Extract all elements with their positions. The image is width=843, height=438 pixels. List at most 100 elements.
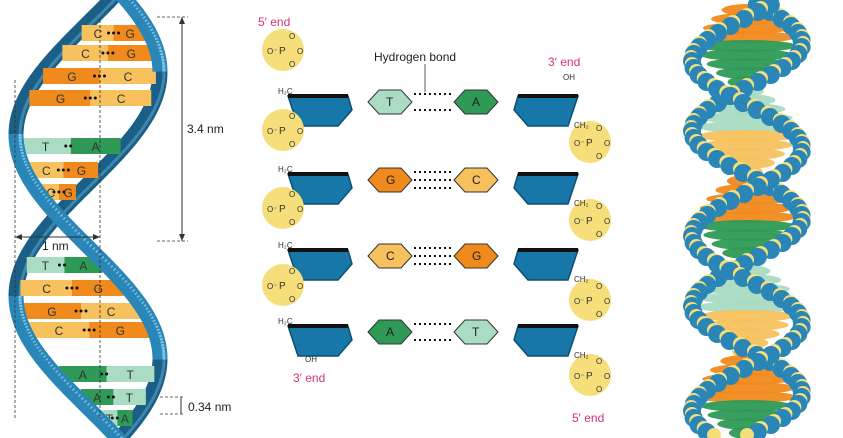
helix-backbone-segment [44,363,59,377]
base-right-ring [453,89,499,115]
helix-base-left [28,322,90,338]
phosphate-oxygen-label: O [596,282,602,291]
helix-backbone-highlight [49,223,55,229]
helix-backbone-highlight [110,159,116,166]
helix-backbone-segment [135,15,151,28]
helix-backbone-segment [63,383,78,398]
helix-backbone-segment [23,82,39,94]
phosphate-group: PO⁻OOO [569,279,611,321]
helix-hydrogen-bond-dot [66,168,70,172]
helix-base-letter-right: A [92,140,100,154]
helix-backbone-highlight [36,79,42,85]
helix-backbone-segment [33,228,49,242]
helix-backbone-segment [15,323,31,333]
helix-backbone-segment [147,92,164,101]
helix-backbone-segment [135,402,151,415]
helix-backbone-highlight [135,418,141,424]
helix-backbone-segment [54,374,70,389]
helix-backbone-segment [137,19,153,31]
helix-backbone-highlight [153,391,158,397]
helix-backbone-highlight [50,61,56,67]
helix-backbone-highlight [38,76,44,82]
helix-backbone-highlight [19,121,23,126]
helix-backbone-segment [27,342,43,355]
helix-backbone-highlight [47,64,53,70]
base-right-ring-letter: C [472,173,481,187]
helix-backbone-highlight [133,421,139,427]
phosphate-oxygen-label: O [289,140,295,149]
helix-backbone-segment [142,28,158,39]
helix-backbone-segment [150,372,166,380]
helix-backbone-segment [9,117,26,124]
helix-backbone-highlight [131,424,137,430]
deoxyribose-sugar [513,248,580,281]
helix-backbone-segment [133,12,149,25]
base-left-ring [367,243,413,269]
space-fill-base-pair-atom [703,229,791,241]
helix-base-right [71,280,124,296]
space-fill-base-pair-atom [705,319,789,331]
helix-hydrogen-bond-dot [83,96,87,100]
helix-backbone-segment [62,221,78,236]
helix-backbone-highlight [150,397,155,403]
helix-backbone-segment [118,279,133,293]
helix-base-letter-right: C [124,70,133,84]
helix-backbone-segment [52,371,67,386]
helix-backbone-segment [19,169,35,181]
base-right-ring-letter: G [472,249,481,263]
helix-backbone-segment [9,303,25,310]
helix-base-letter-right: G [77,164,86,178]
helix-backbone-segment [49,368,64,383]
helix-backbone-segment [16,256,32,267]
space-fill-base-pair-atom [699,310,795,322]
helix-backbone-segment [87,245,102,260]
helix-backbone-segment [134,300,150,313]
helix-backbone-segment [25,78,41,91]
base-right-ring-letter: A [472,95,480,109]
base-right-ring-letter: T [472,325,480,339]
helix-base-pairs: CGCGGCGCTACGCGATTACGGCCGATATTA [20,25,156,426]
helix-backbone-segment [101,260,117,275]
helix-backbone-segment [54,212,69,227]
helix-backbone-segment [33,189,49,203]
helix-backbone-segment [21,334,37,346]
helix-backbone-segment [146,38,162,48]
helix-backbone-segment [75,395,90,410]
helix-backbone-highlight [32,247,37,253]
helix-backbone-segment [120,282,136,296]
helix-backbone-segment [12,317,29,327]
helix-backbone-segment [80,239,96,254]
helix-hydrogen-bond-dot [102,74,106,78]
space-fill-base-pair-atom [700,400,794,412]
helix-base-letter-left: C [46,186,55,200]
phosphate-oxygen-label: O [596,385,602,394]
helix-hydrogen-bond-dot [57,190,61,194]
helix-backbone-segment [46,366,62,380]
helix-backbone-segment [72,392,87,407]
helix-base-left [28,162,64,178]
phosphate-group: PO⁻OOO [569,121,611,163]
helix-backbone-highlight [141,124,147,130]
hydroxyl-label: OH [563,73,575,82]
helix-base-letter-right: A [121,412,129,426]
helix-backbone-segment [41,219,56,233]
helix-backbone-segment [16,325,33,336]
sugar-ring [513,325,580,357]
helix-backbone-highlight [30,250,36,256]
five-prime-end-top-label: 5′ end [258,15,290,29]
helix-backbone-segment [147,41,163,51]
hydroxyl-label: OH [305,355,317,364]
helix-backbone-segment [36,225,51,239]
helix-backbone-segment [113,272,128,287]
base-left-ring-letter: T [386,95,394,109]
helix-base-letter-left: G [67,70,76,84]
helix-backbone-segment [144,319,160,330]
helix-backbone-segment [142,391,158,402]
helix-backbone-highlight [140,412,146,418]
phosphate-circle [262,29,304,71]
helix-backbone-highlight [151,394,157,400]
